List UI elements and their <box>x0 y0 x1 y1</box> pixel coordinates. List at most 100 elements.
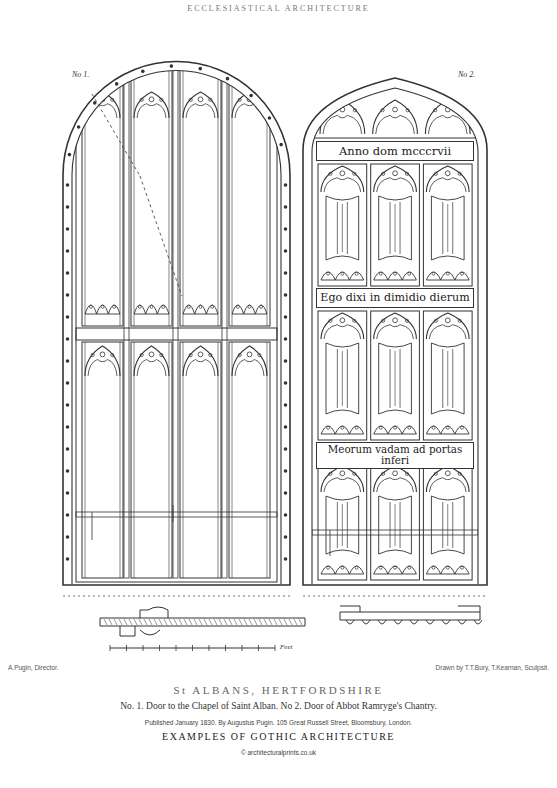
section-two-mould <box>426 620 434 624</box>
stroke <box>395 204 396 252</box>
tracery-cusp <box>376 115 415 134</box>
stroke <box>337 202 338 254</box>
linenfold-panel <box>318 311 367 440</box>
tracery-eye <box>405 472 408 475</box>
stroke <box>179 619 182 625</box>
tracery-eye <box>329 472 332 475</box>
foot-cusp <box>183 305 195 314</box>
foot-cusp <box>402 426 416 434</box>
rivet <box>284 381 288 385</box>
copyright-note: © architecturalprints.co.uk <box>0 749 557 756</box>
stroke <box>337 502 338 548</box>
tracery-head <box>134 346 169 376</box>
stroke <box>232 64 233 326</box>
stroke <box>321 434 364 435</box>
door-two-panels <box>312 100 478 580</box>
foot-eye <box>162 305 165 308</box>
rivet <box>284 315 288 319</box>
stroke <box>194 619 197 625</box>
stroke <box>224 619 227 625</box>
section-two-mould <box>378 620 386 624</box>
stroke <box>264 619 267 625</box>
foot-cusp <box>388 566 402 574</box>
door-frame <box>63 62 290 585</box>
stroke <box>299 619 302 625</box>
upper-panel <box>82 64 123 326</box>
rivet <box>66 381 70 385</box>
scale-tick <box>258 645 259 651</box>
foot-cusp <box>426 566 440 574</box>
foot-eye <box>89 305 92 308</box>
stroke <box>374 434 417 435</box>
tracery-cusp <box>324 178 361 192</box>
foot-eye <box>187 305 190 308</box>
inscription-band: Ego dixi in dimidio dierum <box>316 288 474 308</box>
stroke <box>395 504 396 546</box>
stroke <box>337 349 338 408</box>
stroke <box>400 502 401 548</box>
stroke <box>249 619 252 625</box>
tracery-cusp <box>324 478 361 492</box>
tracery-eye <box>353 172 356 175</box>
rivet <box>284 535 288 539</box>
stroke <box>284 619 287 625</box>
lower-panel <box>180 342 221 578</box>
stroke <box>120 342 121 578</box>
stroke <box>183 64 184 326</box>
sections-and-scale <box>63 596 487 651</box>
stroke <box>342 204 343 252</box>
stroke <box>347 202 348 254</box>
foot-eye <box>341 566 344 569</box>
foot-eye <box>113 305 116 308</box>
tracery-cusp <box>186 104 215 118</box>
foot-cusp <box>374 426 388 434</box>
publication-line: Published January 1830. By Augustus Pugi… <box>0 719 557 726</box>
tracery-eye <box>445 171 450 176</box>
foot-eye <box>408 272 411 275</box>
tracery-head <box>321 166 364 192</box>
stroke <box>442 502 443 548</box>
foot-cusp <box>255 305 267 314</box>
door-one-panels <box>76 60 277 582</box>
tracery-cusp <box>137 360 166 377</box>
rivet <box>66 491 70 495</box>
foot-eye <box>394 272 397 275</box>
tracery-eye <box>189 98 192 101</box>
rivet <box>284 249 288 253</box>
tracery-eye <box>100 97 105 102</box>
tracery-head <box>374 313 417 339</box>
linenfold <box>379 496 412 554</box>
foot-eye <box>408 426 411 429</box>
rivet <box>66 205 70 209</box>
rivet <box>284 271 288 275</box>
tracery-head <box>426 313 469 339</box>
tracery-cusp <box>88 360 117 377</box>
stroke <box>134 619 137 625</box>
running-header: ECCLESIASTICAL ARCHITECTURE <box>0 4 557 13</box>
tracery-head <box>232 346 267 376</box>
tracery-eye <box>393 318 398 323</box>
stroke <box>169 619 172 625</box>
stroke <box>390 349 391 408</box>
linenfold-panel <box>423 464 472 580</box>
foot-eye <box>394 426 397 429</box>
stroke <box>400 349 401 408</box>
tracery-eye <box>247 97 252 102</box>
rivet <box>66 227 70 231</box>
rivet <box>66 403 70 407</box>
tracery-eye <box>238 98 241 101</box>
tracery-eye <box>434 172 437 175</box>
foot-cusp <box>426 272 440 280</box>
tracery-cusp <box>377 178 414 192</box>
stroke <box>426 574 469 575</box>
foot-cusp <box>402 566 416 574</box>
stroke <box>169 64 170 326</box>
foot-cusp <box>108 305 120 314</box>
foot-cusp <box>402 272 416 280</box>
rivet <box>198 67 202 71</box>
tracery-head <box>321 313 364 339</box>
rivet <box>284 205 288 209</box>
tracery-eye <box>353 109 356 112</box>
door-leaf <box>76 60 277 582</box>
